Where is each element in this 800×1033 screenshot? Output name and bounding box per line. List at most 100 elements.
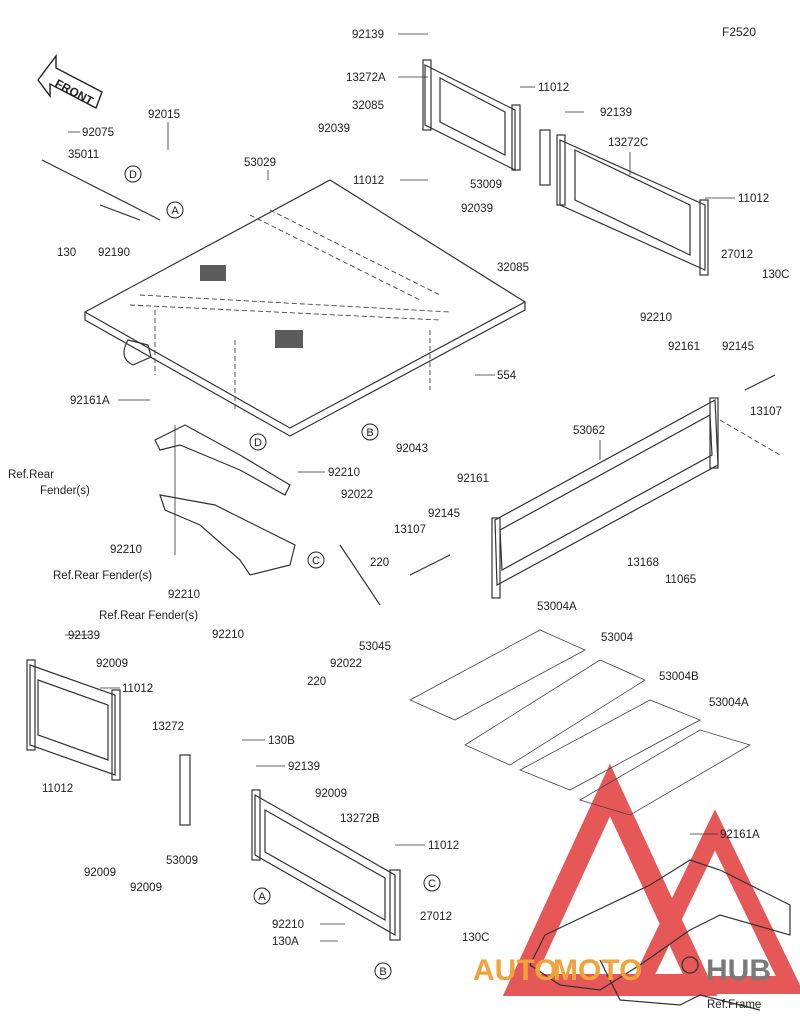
svg-text:A: A — [258, 891, 266, 903]
figure-code: F2520 — [722, 25, 756, 39]
callout-A-1: A — [166, 201, 184, 219]
label-11012-f: 11012 — [428, 840, 459, 852]
label-ref-rear-fender-3: Ref.Rear Fender(s) — [99, 610, 198, 622]
svg-text:C: C — [312, 555, 320, 567]
pin-13107 — [409, 374, 776, 576]
front-arrow-icon: FRONT — [37, 53, 103, 109]
label-11012-c: 11012 — [738, 193, 769, 205]
label-130B: 130B — [268, 735, 295, 747]
label-53045: 53045 — [359, 641, 391, 653]
label-92210-f: 92210 — [272, 919, 304, 931]
label-92043: 92043 — [396, 443, 428, 455]
label-92210-d: 92210 — [168, 589, 200, 601]
label-32085-b: 32085 — [497, 262, 529, 274]
label-11012-d: 11012 — [122, 683, 153, 695]
label-92161-a: 92161 — [668, 341, 700, 353]
label-13272C: 13272C — [608, 137, 648, 149]
label-13107-a: 13107 — [750, 406, 782, 418]
label-11065: 11065 — [665, 574, 696, 586]
svg-text:A: A — [171, 205, 179, 217]
svg-text:B: B — [366, 427, 373, 439]
label-92145-b: 92145 — [428, 508, 460, 520]
svg-text:D: D — [129, 169, 137, 181]
side-panel-13272B — [251, 789, 401, 941]
label-92139-d: 92139 — [288, 761, 320, 773]
label-27012-a: 27012 — [721, 249, 753, 261]
label-53029: 53029 — [244, 157, 276, 169]
label-53004: 53004 — [601, 632, 634, 644]
label-53004A-a: 53004A — [537, 601, 577, 613]
label-13107-b: 13107 — [394, 524, 426, 536]
svg-text:C: C — [428, 878, 436, 890]
label-53062: 53062 — [573, 425, 605, 437]
label-13168: 13168 — [627, 557, 659, 569]
frame — [529, 859, 791, 1011]
label-ref-rear-fender-1a: Ref.Rear — [8, 469, 54, 481]
watermark-logo — [502, 763, 800, 996]
label-220-b: 220 — [307, 676, 326, 688]
part-labels: 92139 13272A 11012 32085 92039 11012 530… — [8, 29, 790, 1011]
label-92190: 92190 — [98, 247, 130, 259]
watermark-text: AUTO MOTO HUB — [473, 954, 771, 987]
label-92161A-b: 92161A — [720, 829, 760, 841]
label-32085-a: 32085 — [352, 100, 384, 112]
label-220-a: 220 — [370, 557, 389, 569]
svg-text:B: B — [379, 966, 386, 978]
label-11012-a: 11012 — [538, 82, 569, 94]
fender-bracket — [154, 424, 296, 576]
label-92139-top: 92139 — [352, 29, 384, 41]
label-13272: 13272 — [152, 721, 184, 733]
label-92009-a: 92009 — [96, 658, 128, 670]
leader-lines — [65, 33, 735, 942]
side-panel-13272C — [539, 129, 709, 276]
svg-text:HUB: HUB — [706, 954, 771, 987]
label-130C-b: 130C — [462, 932, 490, 944]
label-27012-b: 27012 — [420, 911, 452, 923]
label-92210-b: 92210 — [328, 467, 360, 479]
label-ref-rear-fender-2: Ref.Rear Fender(s) — [53, 570, 152, 582]
hinge-rod — [41, 159, 161, 221]
label-ref-rear-fender-1b: Fender(s) — [40, 485, 90, 497]
label-92015: 92015 — [148, 109, 180, 121]
side-panel-13272 — [26, 659, 191, 826]
label-13272B: 13272B — [340, 813, 380, 825]
label-92145-a: 92145 — [722, 341, 754, 353]
callout-D-1: D — [124, 165, 142, 183]
svg-text:AUTO: AUTO — [473, 954, 557, 987]
label-53004A-b: 53004A — [709, 697, 749, 709]
label-92075: 92075 — [82, 127, 114, 139]
label-554: 554 — [497, 370, 517, 382]
tailgate — [491, 397, 781, 599]
label-53004B: 53004B — [659, 671, 699, 683]
label-92161A-a: 92161A — [70, 395, 110, 407]
label-92161-b: 92161 — [457, 473, 489, 485]
svg-text:D: D — [254, 437, 262, 449]
label-92039-a: 92039 — [318, 123, 350, 135]
side-panel-13272A — [422, 59, 521, 171]
callout-D-2: D — [249, 433, 267, 451]
floor-mats — [409, 629, 751, 816]
label-130C-a: 130C — [762, 269, 790, 281]
callout-B-1: B — [361, 423, 379, 441]
bed-floor-panel — [83, 179, 527, 437]
label-92210-a: 92210 — [640, 312, 672, 324]
label-53009-b: 53009 — [166, 855, 198, 867]
label-ref-frame: Ref.Frame — [707, 999, 761, 1011]
label-92210-c: 92210 — [110, 544, 142, 556]
label-53009-a: 53009 — [470, 179, 502, 191]
label-13272A: 13272A — [346, 72, 386, 84]
callout-C-2: C — [423, 874, 441, 892]
label-92009-c: 92009 — [84, 867, 116, 879]
label-92009-b: 92009 — [315, 788, 347, 800]
callout-B-2: B — [374, 962, 392, 980]
label-11012-b: 11012 — [353, 175, 384, 187]
label-92139-b: 92139 — [600, 107, 632, 119]
label-130A: 130A — [272, 936, 299, 948]
label-35011: 35011 — [68, 149, 99, 161]
label-92022-b: 92022 — [330, 658, 362, 670]
label-92039-b: 92039 — [461, 203, 493, 215]
callout-C-1: C — [307, 551, 325, 569]
callout-A-2: A — [253, 887, 271, 905]
label-92022-a: 92022 — [341, 489, 373, 501]
